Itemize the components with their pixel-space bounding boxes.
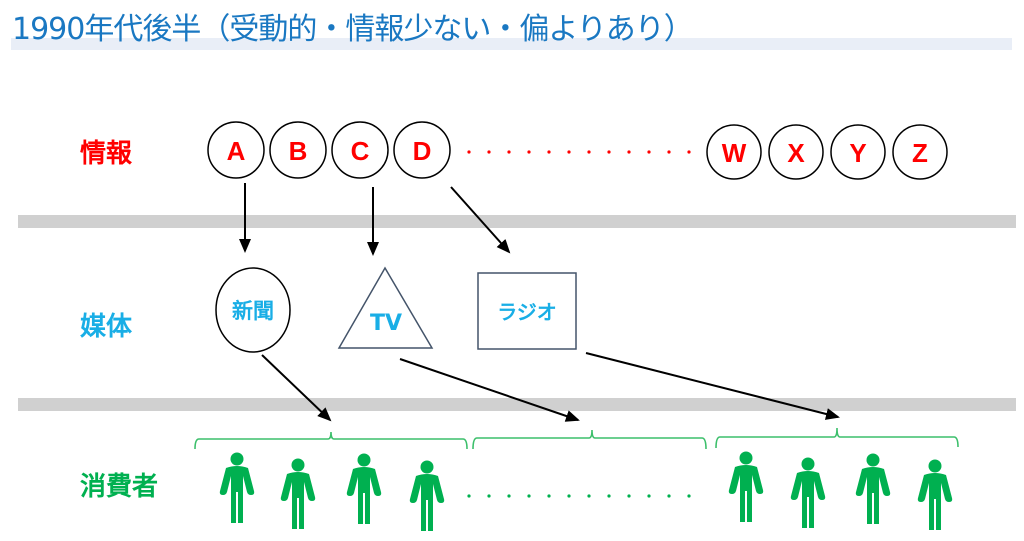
info-label-c: C — [351, 136, 370, 166]
person-icon — [409, 460, 445, 531]
media-tv: TV — [337, 266, 434, 349]
media-label-radio: ラジオ — [497, 300, 557, 324]
info-item-c: C — [331, 121, 389, 179]
arrow-d-to-radio — [450, 186, 511, 254]
info-label-w: W — [722, 138, 747, 168]
media-newspaper: 新聞 — [215, 267, 291, 353]
arrow-newspaper-to-consumers — [261, 354, 332, 422]
info-item-z: Z — [892, 124, 948, 180]
info-item-a: A — [207, 121, 265, 179]
info-label-d: D — [413, 136, 432, 166]
person-icon — [855, 453, 891, 524]
title-underline-band — [11, 38, 1012, 50]
info-label-z: Z — [912, 138, 928, 168]
info-item-d: D — [393, 121, 451, 179]
person-icon — [728, 451, 764, 522]
info-item-w: W — [706, 124, 762, 180]
consumer-ellipsis-dots — [467, 494, 691, 498]
arrow-radio-to-consumers — [585, 352, 840, 420]
media-radio: ラジオ — [477, 272, 577, 350]
arrow-tv-to-consumers — [399, 358, 580, 422]
person-icon — [917, 459, 953, 530]
page-title: 1990年代後半（受動的・情報少ない・偏よりあり） — [12, 12, 694, 47]
media-label-tv: TV — [370, 311, 402, 336]
media-label-newspaper: 新聞 — [232, 299, 274, 323]
person-icon — [280, 458, 316, 529]
info-label-y: Y — [849, 138, 866, 168]
consumer-group-brace-2 — [472, 429, 707, 450]
divider-media-consumer — [18, 398, 1016, 411]
row-label-consumer: 消費者 — [80, 472, 159, 502]
info-item-b: B — [269, 121, 327, 179]
consumer-group-brace-1 — [194, 431, 468, 450]
consumer-group-brace-3 — [715, 427, 959, 449]
row-label-media: 媒体 — [80, 312, 133, 342]
person-icon — [346, 453, 382, 524]
divider-info-media — [18, 215, 1016, 228]
info-ellipsis-dots — [467, 150, 691, 154]
person-icon — [790, 457, 826, 528]
info-item-x: X — [768, 124, 824, 180]
info-item-y: Y — [830, 124, 886, 180]
info-label-b: B — [289, 136, 308, 166]
person-icon — [219, 452, 255, 523]
info-label-x: X — [787, 138, 805, 168]
row-label-information: 情報 — [80, 139, 133, 169]
info-label-a: A — [227, 136, 246, 166]
